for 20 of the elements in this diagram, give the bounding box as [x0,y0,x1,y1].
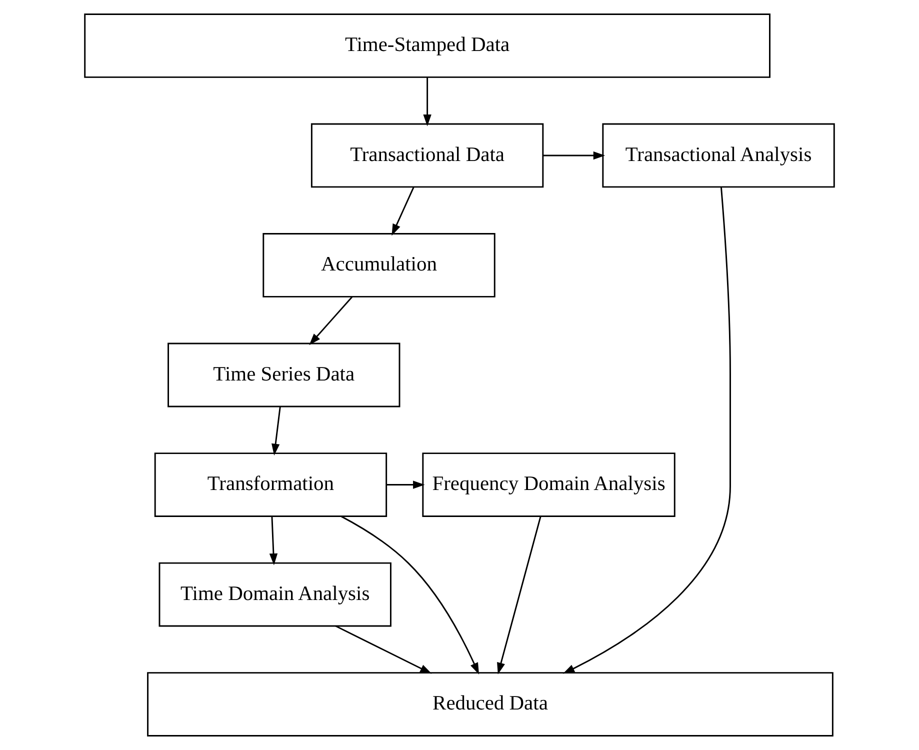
arrow [269,516,278,566]
arrow [309,296,353,346]
arrow [341,516,480,674]
node-box: Time Series Data [168,342,400,408]
arrow [386,480,425,489]
arrow [392,186,414,236]
node-box: Accumulation [262,233,496,298]
arrow [272,406,281,456]
node-box: Transactional Data [310,123,544,188]
arrow [497,516,542,674]
node-box: Transformation [154,452,388,517]
node-box: Reduced Data [147,672,834,736]
arrow [335,625,432,674]
node-box: Transactional Analysis [602,123,835,188]
arrow [543,151,606,160]
arrow [423,78,432,126]
node-box: Time Domain Analysis [158,562,392,627]
node-box: Time-Stamped Data [84,14,770,78]
node-box: Frequency Domain Analysis [422,452,676,517]
arrow [562,187,731,674]
